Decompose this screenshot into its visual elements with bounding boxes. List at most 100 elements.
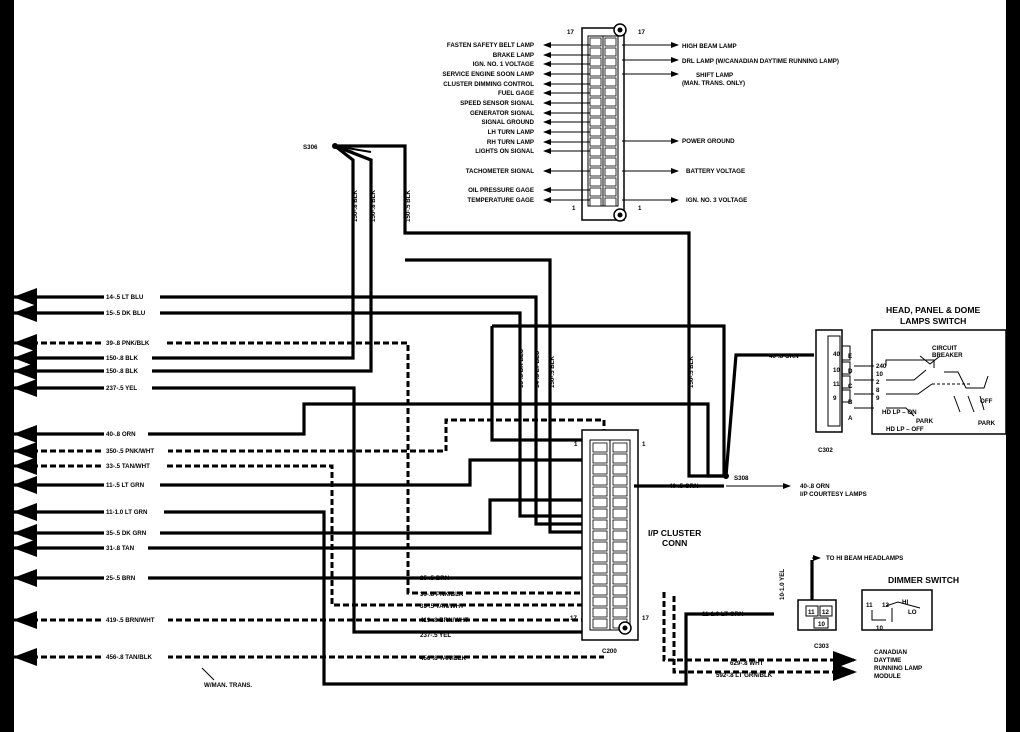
ip-connector-cells	[592, 442, 628, 629]
ip-cell	[612, 486, 628, 497]
wire-label-bg	[104, 366, 152, 375]
ip-cell	[592, 541, 608, 552]
top-cell	[604, 97, 617, 107]
hs-pin-a: A	[848, 415, 853, 422]
man-trans-leader	[201, 667, 215, 681]
hs-title-2: LAMPS SWITCH	[900, 316, 966, 326]
ip-in-39-pnk-blk: 39-.8 PNK/BLK	[420, 591, 464, 598]
headlamp-switch: HEAD, PANEL & DOME LAMPS SWITCH 40-.8 OR…	[769, 305, 1006, 454]
wire-label: 25-.5 BRN	[106, 575, 136, 582]
dimmer-to-hi-beam: TO HI BEAM HEADLAMPS	[826, 555, 903, 562]
ip-cell	[612, 464, 628, 475]
hs-cav-40: 40	[833, 351, 840, 358]
wire-label-bg	[104, 383, 152, 392]
ip-cell	[592, 464, 608, 475]
top-cell	[589, 167, 602, 177]
ip-in-456-tan-blk: 456-.8 TAN/BLK	[420, 655, 466, 662]
signal-label: OIL PRESSURE GAGE	[468, 187, 534, 194]
s306-label: S306	[303, 144, 318, 151]
dimmer-grn-wire: 11-1.0 LT GRN	[702, 611, 744, 618]
ip-cell	[592, 563, 608, 574]
ip-in-419-brn-wht: 419-.8 BRN/WHT	[420, 617, 469, 624]
ip-cell	[592, 596, 608, 607]
top-cell	[604, 157, 617, 167]
top-cell	[604, 47, 617, 57]
wire-label-bg	[104, 652, 168, 661]
top-cell	[604, 127, 617, 137]
signal-battery-voltage: BATTERY VOLTAGE	[686, 168, 745, 175]
vwire-150-8-blk-a: 150-.8 BLK	[352, 189, 359, 222]
hs-hd-off: HD LP – OFF	[886, 426, 924, 433]
ip-in-237-yel: 237-.5 YEL	[420, 632, 451, 639]
ip-cell	[612, 541, 628, 552]
ip-cell	[612, 497, 628, 508]
hs-cav-11: 11	[833, 381, 840, 388]
ip-cell	[592, 508, 608, 519]
ip-cell	[592, 530, 608, 541]
wire-label-bg	[104, 461, 164, 470]
top-cell	[589, 117, 602, 127]
signal-drl-lamp: DRL LAMP (W/CANADIAN DAYTIME RUNNING LAM…	[682, 58, 839, 65]
top-cell	[589, 177, 602, 187]
pin-1-right: 1	[638, 205, 642, 212]
top-cell	[589, 37, 602, 47]
ip-cell	[612, 453, 628, 464]
wire-routes	[14, 258, 774, 686]
ip-cell	[612, 508, 628, 519]
ip-cluster-title-2: CONN	[662, 538, 687, 548]
top-cell	[589, 157, 602, 167]
ip-cell	[592, 442, 608, 453]
ip-orn-label: 40-.5 ORN	[669, 483, 699, 490]
top-cell	[589, 67, 602, 77]
wire-label: 419-.5 BRN/WHT	[106, 617, 155, 624]
wire-label-bg	[104, 308, 160, 317]
top-cell	[589, 127, 602, 137]
dimmer-sw-11: 11	[866, 602, 873, 609]
signal-label: SIGNAL GROUND	[482, 119, 535, 126]
top-cell	[604, 87, 617, 97]
drl-dest-3: RUNNING LAMP	[874, 665, 922, 672]
hs-park: PARK	[916, 418, 934, 425]
wire-label: 33-.5 TAN/WHT	[106, 463, 150, 470]
signal-high-beam-lamp: HIGH BEAM LAMP	[682, 43, 737, 50]
ip-cell	[612, 442, 628, 453]
hs-n9: 9	[876, 395, 880, 402]
ip-cell	[592, 519, 608, 530]
top-cell	[604, 117, 617, 127]
hs-n10: 10	[876, 371, 883, 378]
hs-pin-c: C	[848, 383, 853, 390]
ip-cell	[612, 530, 628, 541]
ip-cell	[592, 607, 608, 618]
ip-cell	[612, 475, 628, 486]
vwire-14-5-lt-blu: 14-.5 LT BLU	[534, 350, 541, 388]
dimmer-sw-10: 10	[876, 625, 883, 632]
canadian-drl: 629-.8 WHT 592-.8 LT GRN/BLK CANADIAN DA…	[662, 592, 922, 681]
ip-cell	[592, 453, 608, 464]
ip-cell	[612, 607, 628, 618]
signal-shift-lamp-note: (MAN. TRANS. ONLY)	[682, 80, 745, 87]
top-right-signals: HIGH BEAM LAMP DRL LAMP (W/CANADIAN DAYT…	[622, 42, 839, 204]
ip-cell	[612, 574, 628, 585]
top-cell	[589, 87, 602, 97]
signal-label: LIGHTS ON SIGNAL	[475, 148, 534, 155]
wire-label: 11-.5 LT GRN	[106, 482, 145, 489]
ip-cell	[592, 585, 608, 596]
dimmer-sw-lo: LO	[908, 609, 917, 616]
top-cell	[604, 147, 617, 157]
top-cell	[589, 97, 602, 107]
hs-hd-on: HD LP – ON	[882, 409, 917, 416]
courtesy-dest: I/P COURTESY LAMPS	[800, 491, 867, 498]
vwire-150-5-blk-d: 150-.5 BLK	[549, 355, 556, 388]
wire-label: 456-.8 TAN/BLK	[106, 654, 152, 661]
drl-dest-1: CANADIAN	[874, 649, 908, 656]
pin-17-left: 17	[567, 29, 574, 36]
top-cell	[589, 147, 602, 157]
ip-pin-1-left: 1	[574, 441, 578, 448]
dimmer-sw-hi: HI	[902, 599, 908, 606]
wire-label-bg	[104, 573, 148, 582]
wire-label-bg	[104, 353, 152, 362]
ip-pin-1-right: 1	[642, 441, 646, 448]
top-cell	[604, 107, 617, 117]
ip-cell	[612, 519, 628, 530]
hs-breaker: BREAKER	[932, 352, 963, 359]
